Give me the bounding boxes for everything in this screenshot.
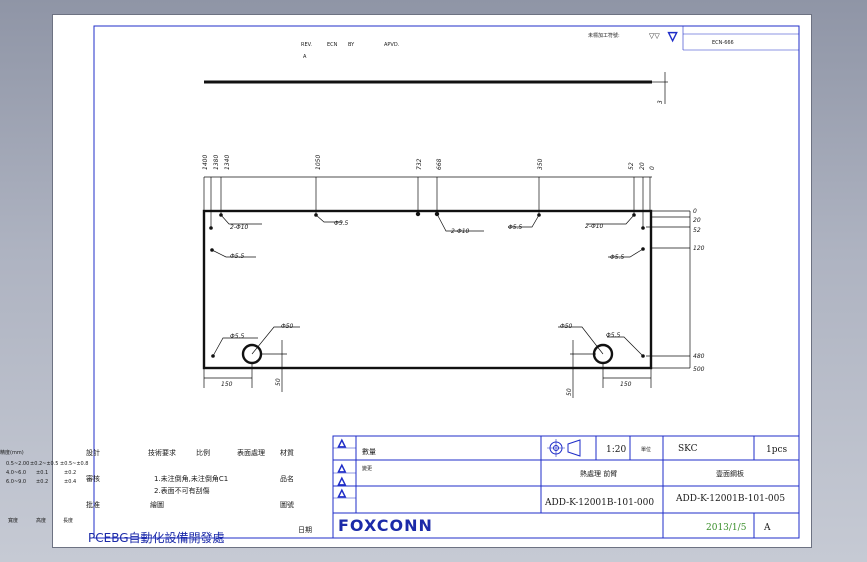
drawing-sheet [52, 14, 812, 548]
right-dim-20: 20 [693, 217, 701, 224]
top-dim-52: 52 [628, 162, 635, 170]
projection-symbol-icon [547, 439, 581, 457]
tol-cell: ±0.2 [64, 470, 76, 476]
group-name: PCEBG自動化設備開發處 [88, 530, 225, 545]
qty-label: 數量 [362, 447, 376, 456]
label-phi5-5-lower-right: Φ5.5 [606, 332, 620, 339]
tol-cell: 6.0~9.0 [6, 479, 26, 485]
finish-triangle-icon: ▽ [668, 29, 678, 43]
by-label: BY [348, 42, 355, 48]
revision-mark: 變更 [362, 465, 372, 472]
quantity-value: 1pcs [766, 445, 788, 455]
bottom-dim-left-50: 50 [275, 378, 282, 386]
hole-small [209, 226, 213, 230]
tol-cell: 0.5~2.00 [6, 461, 29, 467]
drawing-border [93, 25, 800, 539]
right-dim-52: 52 [693, 227, 701, 234]
tol-cell: 4.0~6.0 [6, 470, 26, 476]
apvd-label: APVD. [384, 42, 400, 48]
ecn-number: ECN-666 [712, 40, 734, 46]
top-dim-732: 732 [416, 158, 423, 170]
tol-cell: ±0.5~±0.8 [60, 461, 88, 467]
tol-cell: ±0.1 [36, 470, 48, 476]
scale-value: 1:20 [606, 445, 626, 455]
name-label: 品名 [280, 474, 294, 483]
right-dim-480: 480 [693, 353, 705, 360]
top-dim-1340: 1340 [224, 155, 231, 170]
label-2-phi10-mid: 2-Φ10 [451, 228, 470, 235]
top-dim-1400: 1400 [202, 155, 209, 170]
label-phi5-5-mid: Φ5.5 [508, 224, 522, 231]
material-label: 材質 [280, 448, 294, 457]
note-1: 1.未注倒角,未注倒角C1 [154, 474, 228, 483]
part-name: 壹面鋼板 [716, 469, 744, 478]
holes [209, 211, 645, 365]
material-value: SKC [678, 444, 698, 454]
approver-label: 批准 [86, 500, 100, 509]
bottom-dim-left-150: 150 [221, 381, 233, 388]
designer-label: 設計 [86, 448, 100, 457]
note-2: 2.表面不可有刮傷 [154, 486, 210, 495]
revision-triangle-icon: △ [338, 488, 346, 499]
side-label-width: 寬度 [8, 517, 18, 524]
right-dim-120: 120 [693, 245, 705, 252]
finish-label: 表面處理 [237, 448, 265, 457]
assembly-number: ADD-K-12001B-101-000 [544, 498, 654, 508]
checker-label: 審核 [86, 474, 100, 483]
tol-cell: ±0.2~±0.5 [30, 461, 58, 467]
top-dim-668: 668 [436, 158, 443, 170]
rev-label: REV. [301, 42, 312, 48]
label-2-phi10-left: 2-Φ10 [230, 224, 249, 231]
label-phi5-5-right-edge: Φ5.5 [610, 254, 624, 261]
tol-cell: ±0.4 [64, 479, 76, 485]
finish-symbols: ▽▽ [649, 32, 660, 40]
thickness-dim: 3 [657, 100, 664, 104]
ecn-label: ECN [327, 42, 338, 48]
part-number: ADD-K-12001B-101-005 [675, 494, 785, 504]
tolerance-title: 精度(mm) [0, 449, 24, 456]
assembly-label: 熱處理 前臂 [580, 469, 617, 478]
company-logo: FOXCONN [338, 516, 433, 535]
part-label: 圖號 [280, 500, 294, 509]
top-dim-0: 0 [649, 166, 656, 170]
label-phi5-5-a: Φ5.5 [334, 220, 348, 227]
top-dim-1380: 1380 [213, 155, 220, 170]
revision-triangle-icon: △ [338, 438, 346, 449]
scale-label: 比例 [196, 448, 210, 457]
top-dim-1050: 1050 [315, 155, 322, 170]
revision-triangle-icon: △ [338, 463, 346, 474]
drawn-label: 繪圖 [150, 500, 164, 509]
unit-label: 單位 [641, 446, 651, 453]
hole-small [415, 211, 421, 217]
notes-title: 技術要求 [148, 448, 176, 457]
tol-cell: ±0.2 [36, 479, 48, 485]
label-phi5-5-left-edge: Φ5.5 [230, 253, 244, 260]
rev-value: A [303, 54, 307, 60]
revision-triangle-icon: △ [338, 476, 346, 487]
side-label-height: 高度 [36, 517, 46, 524]
title-block [332, 435, 800, 539]
label-phi5-5-lower-left: Φ5.5 [230, 333, 244, 340]
top-dim-20: 20 [639, 162, 646, 170]
plate-outline [202, 209, 653, 370]
bottom-dim-right-50: 50 [566, 388, 573, 396]
unspecified-finish-label: 未標加工符號: [588, 32, 620, 39]
date-value: 2013/1/5 [706, 523, 747, 533]
label-phi50-right: Φ50 [560, 323, 573, 330]
label-2-phi10-right: 2-Φ10 [585, 223, 604, 230]
bottom-dim-right-150: 150 [620, 381, 632, 388]
date-label: 日期 [298, 526, 312, 534]
top-dim-350: 350 [537, 158, 544, 170]
sheet-revision: A [763, 523, 771, 533]
label-phi50-left: Φ50 [281, 323, 294, 330]
hole-small [641, 226, 645, 230]
right-dim-500: 500 [693, 366, 705, 373]
right-dim-0: 0 [693, 208, 697, 215]
side-label-length: 長度 [63, 517, 73, 524]
